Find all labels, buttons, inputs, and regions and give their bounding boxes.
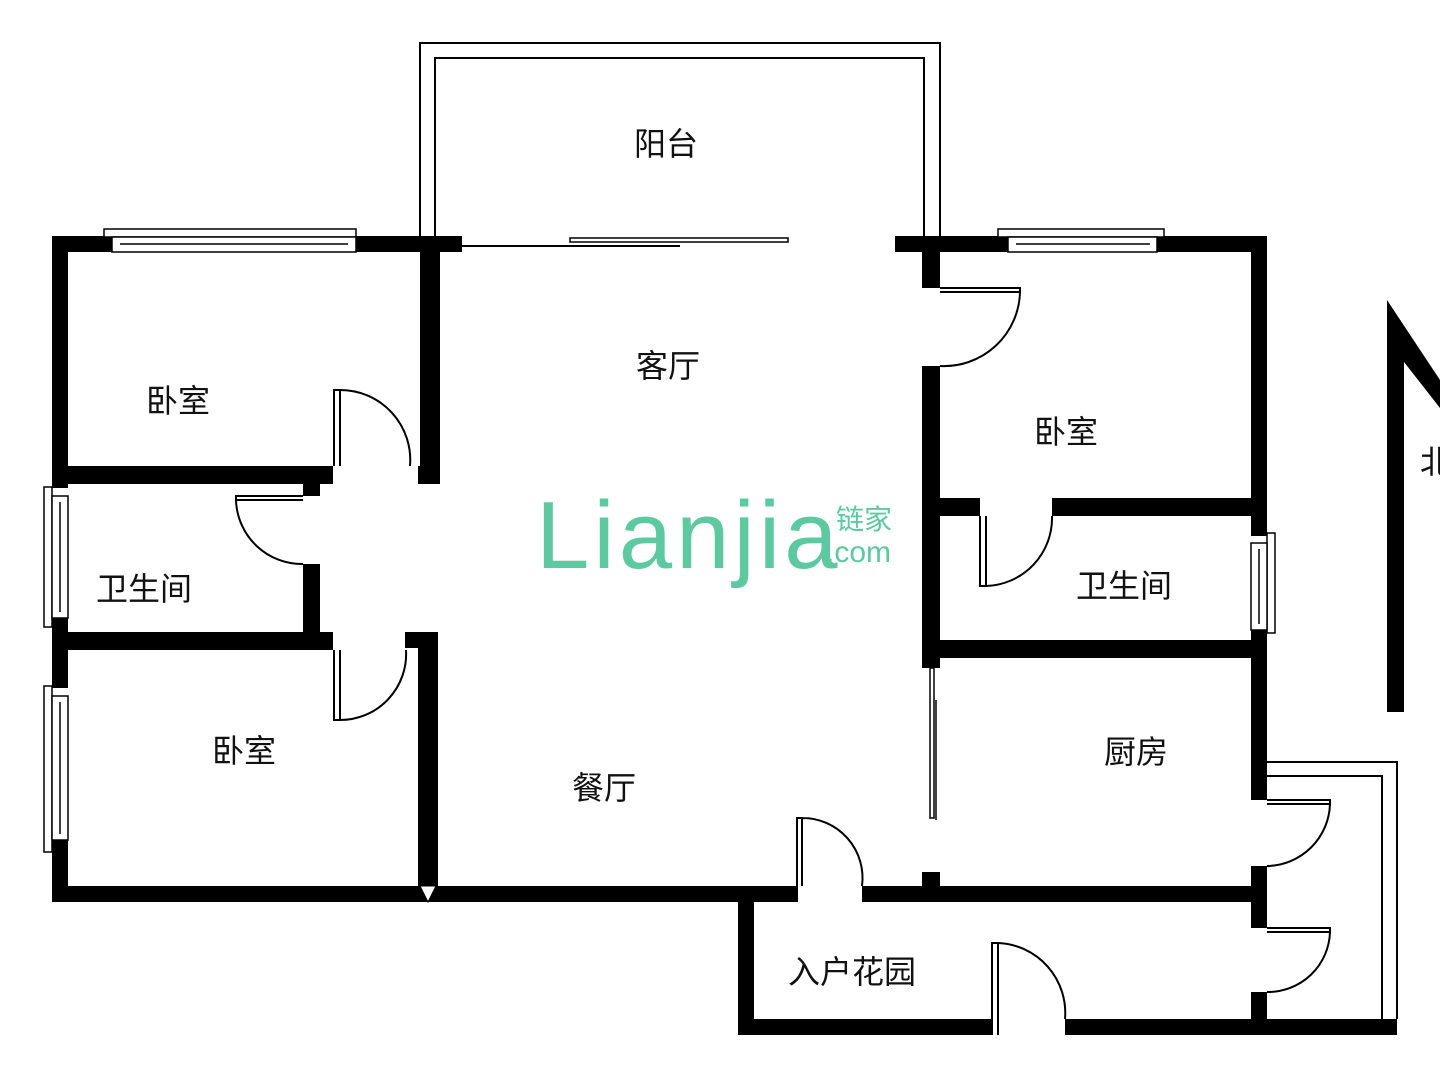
room-label-entry-garden: 入户花园 xyxy=(788,953,917,991)
room-label-living-room: 客厅 xyxy=(636,347,701,385)
watermark-domain: .com xyxy=(826,536,892,569)
room-label-bathroom-right: 卫生间 xyxy=(1076,567,1173,605)
room-label-bedroom-bottom-left: 卧室 xyxy=(212,732,277,770)
balcony-outline xyxy=(419,42,941,238)
north-arrow-icon xyxy=(1387,300,1440,712)
watermark-logo-text: Lianjia xyxy=(536,482,842,589)
windows xyxy=(43,228,1276,853)
room-label-dining-room: 餐厅 xyxy=(572,769,637,807)
entrance-marker-icon xyxy=(419,885,437,904)
room-label-bedroom-right: 卧室 xyxy=(1034,413,1099,451)
side-corridor-outline xyxy=(1267,761,1398,1019)
room-label-kitchen: 厨房 xyxy=(1104,733,1169,771)
room-label-balcony: 阳台 xyxy=(634,125,699,163)
room-label-bedroom-top-left: 卧室 xyxy=(146,382,211,420)
room-label-bathroom-left: 卫生间 xyxy=(96,570,193,608)
swing-doors xyxy=(235,287,1331,1035)
compass-label: 北 xyxy=(1420,443,1440,481)
watermark-chinese: 链家 xyxy=(836,503,893,536)
sliding-doors xyxy=(462,237,937,820)
walls xyxy=(52,236,1397,1035)
